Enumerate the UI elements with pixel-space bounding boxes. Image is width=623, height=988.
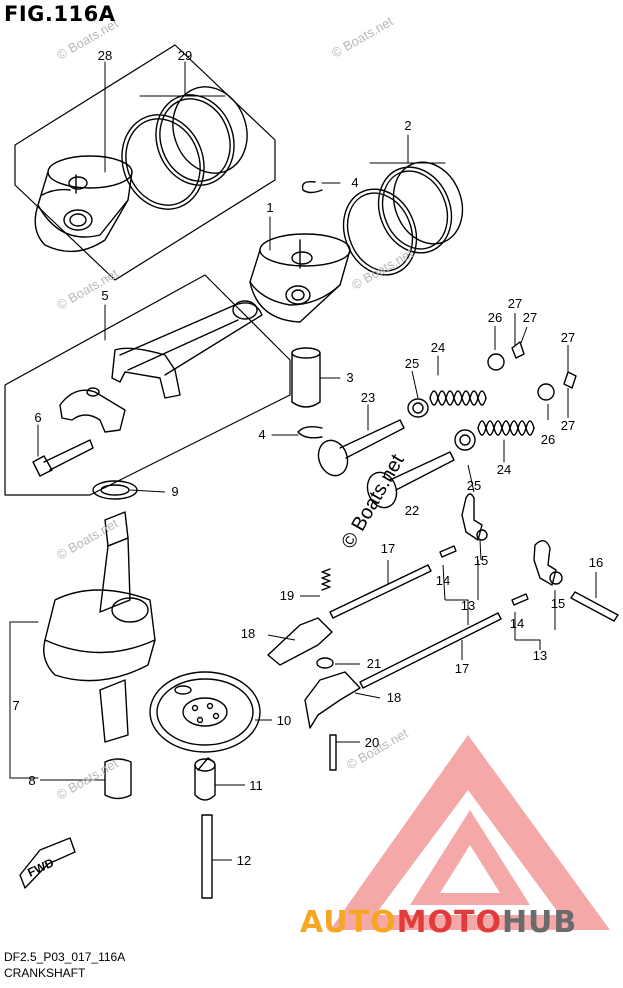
piston-rings-29-drawing	[121, 86, 248, 210]
callout-9: 9	[171, 484, 178, 499]
callout-27-a: 27	[508, 296, 522, 311]
piston-pin-3-drawing	[291, 347, 341, 408]
callout-22: 22	[405, 503, 419, 518]
leader-lines	[40, 313, 597, 861]
callout-25-b: 25	[467, 478, 481, 493]
figure-name: CRANKSHAFT	[4, 966, 86, 980]
callout-14-b: 14	[510, 616, 524, 631]
callout-14-a: 14	[436, 573, 450, 588]
callout-8: 8	[28, 773, 35, 788]
callout-23: 23	[361, 390, 375, 405]
callout-26-b: 26	[541, 432, 555, 447]
washer-21-drawing	[316, 657, 334, 669]
piston-rings-2-drawing	[342, 161, 464, 276]
figure-code: DF2.5_P03_017_116A	[4, 950, 126, 964]
brand-part-hub: HUB	[501, 905, 578, 940]
callout-1: 1	[266, 200, 273, 215]
rocker-arm-15-drawing	[461, 493, 563, 586]
brand-logo-triangle	[330, 735, 610, 930]
piston-28-drawing	[34, 155, 133, 253]
gear-10-drawing	[149, 671, 261, 753]
callout-13-b: 13	[533, 648, 547, 663]
callout-15-a: 15	[474, 553, 488, 568]
callout-18-b: 18	[387, 690, 401, 705]
callout-26-a: 26	[488, 310, 502, 325]
fwd-arrow	[19, 837, 76, 889]
crankshaft-7-drawing	[9, 511, 156, 779]
shaft-16-drawing	[570, 591, 619, 622]
callout-17-b: 17	[455, 661, 469, 676]
callout-20: 20	[365, 735, 379, 750]
callout-16: 16	[589, 555, 603, 570]
callout-21: 21	[367, 656, 381, 671]
figure-title: FIG.116A	[4, 2, 116, 26]
callout-27-c: 27	[561, 330, 575, 345]
valve-spring-24-drawing	[429, 355, 535, 463]
connecting-rod-group	[4, 274, 291, 496]
callout-12: 12	[237, 853, 251, 868]
exhaust-valve-22-drawing	[366, 451, 455, 509]
callout-3: 3	[346, 370, 353, 385]
rocker-shaft-17-drawing	[329, 564, 502, 689]
piston-pin-clip-4-top	[301, 180, 323, 194]
bushing-8-drawing	[104, 758, 132, 800]
callout-29: 29	[178, 48, 192, 63]
brand-part-moto: MOTO	[396, 905, 502, 940]
spring-retainer-25-drawing	[407, 398, 476, 451]
callout-17-a: 17	[381, 541, 395, 556]
callout-28: 28	[98, 48, 112, 63]
valve-cap-26-drawing	[487, 341, 577, 401]
callout-6: 6	[34, 410, 41, 425]
bolt-6-drawing	[32, 424, 94, 477]
spring-19-drawing	[321, 568, 331, 591]
intake-valve-23-drawing	[317, 404, 405, 477]
callout-5: 5	[101, 288, 108, 303]
brand-part-auto: AUTO	[300, 905, 397, 940]
callout-7: 7	[12, 698, 19, 713]
cam-follower-18-drawing	[267, 617, 361, 729]
callout-25-a: 25	[405, 356, 419, 371]
callout-4-top: 4	[351, 175, 358, 190]
callout-24-b: 24	[497, 462, 511, 477]
callout-13-a: 13	[461, 598, 475, 613]
pushrod-12-drawing	[201, 814, 213, 899]
adjusting-screw-14-drawing	[439, 545, 529, 606]
callout-2: 2	[404, 118, 411, 133]
callout-4-bottom: 4	[258, 427, 265, 442]
callout-15-b: 15	[551, 596, 565, 611]
callout-11: 11	[249, 778, 263, 793]
callout-10: 10	[277, 713, 291, 728]
piston-set-group	[14, 44, 276, 281]
brand-wordmark: AUTOMOTOHUB	[300, 905, 577, 940]
callout-24-a: 24	[431, 340, 445, 355]
callout-27-b: 27	[523, 310, 537, 325]
callout-27-d: 27	[561, 418, 575, 433]
piston-pin-clip-4-bottom	[297, 425, 323, 439]
pin-20-drawing	[329, 734, 337, 771]
callout-18-a: 18	[241, 626, 255, 641]
tappet-11-drawing	[194, 757, 216, 801]
callout-19: 19	[280, 588, 294, 603]
